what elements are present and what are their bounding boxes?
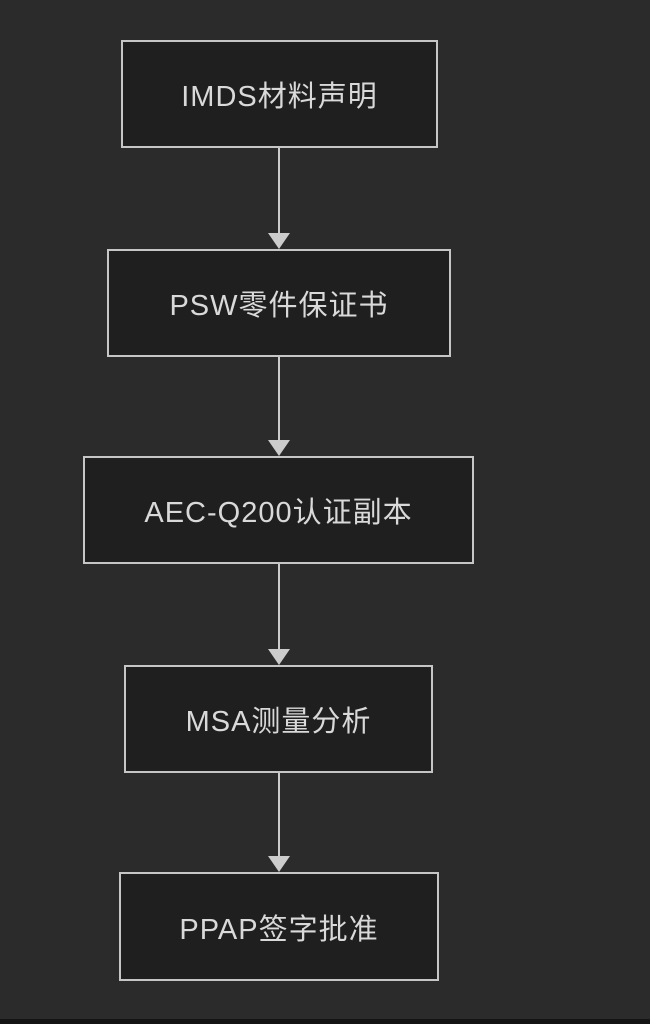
arrow-line xyxy=(278,148,280,233)
flow-node-label: AEC-Q200认证副本 xyxy=(144,497,413,529)
flow-node-imds: IMDS材料声明 xyxy=(121,40,438,148)
arrow-head-icon xyxy=(268,649,290,665)
flow-node-label: PSW零件保证书 xyxy=(169,290,389,322)
arrow-head-icon xyxy=(268,440,290,456)
arrow-head-icon xyxy=(268,233,290,249)
flow-node-msa: MSA测量分析 xyxy=(124,665,433,773)
flow-node-label: IMDS材料声明 xyxy=(181,81,378,113)
arrow-line xyxy=(278,564,280,649)
flow-node-aec-q200: AEC-Q200认证副本 xyxy=(83,456,474,564)
flow-node-label: MSA测量分析 xyxy=(185,706,372,738)
arrow-head-icon xyxy=(268,856,290,872)
flow-node-label: PPAP签字批准 xyxy=(179,913,379,946)
flow-node-psw: PSW零件保证书 xyxy=(107,249,451,357)
arrow-line xyxy=(278,357,280,440)
flow-node-ppap: PPAP签字批准 xyxy=(119,872,439,981)
bottom-edge-strip xyxy=(0,1019,650,1024)
arrow-line xyxy=(278,773,280,856)
